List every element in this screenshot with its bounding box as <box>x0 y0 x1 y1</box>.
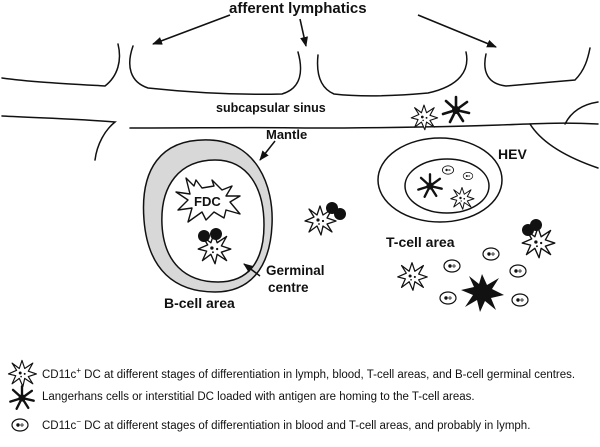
pointer-arrows <box>243 140 276 277</box>
t-cell-area-cells <box>397 219 556 312</box>
legend-item-langerhans: Langerhans cells or interstitial DC load… <box>42 391 475 403</box>
afferent-lymphatics-label: afferent lymphatics <box>229 0 367 17</box>
sinus-cells <box>410 95 471 131</box>
fdc-label: FDC <box>194 194 221 209</box>
subcapsular-sinus-label: subcapsular sinus <box>216 101 326 115</box>
hev-vessel <box>377 137 503 223</box>
centre-label: centre <box>268 280 309 295</box>
germinal-dc <box>197 228 232 265</box>
legend-item-cd11c-negative: CD11c− DC at different stages of differe… <box>42 417 531 432</box>
germinal-label: Germinal <box>266 263 325 278</box>
afferent-arrows <box>152 14 497 48</box>
b-cell-area-label: B-cell area <box>164 295 235 311</box>
legend-icons <box>7 359 37 432</box>
hev-label: HEV <box>498 146 527 162</box>
lymphatic-vessels <box>1 43 599 169</box>
t-cell-area-label: T-cell area <box>386 234 455 250</box>
legend-item-cd11c-positive: CD11c+ DC at different stages of differe… <box>42 366 576 381</box>
hev-cells <box>417 165 475 210</box>
fdc-cell <box>175 177 241 223</box>
interfollicular-dc <box>304 202 346 236</box>
mantle-label: Mantle <box>266 127 308 142</box>
